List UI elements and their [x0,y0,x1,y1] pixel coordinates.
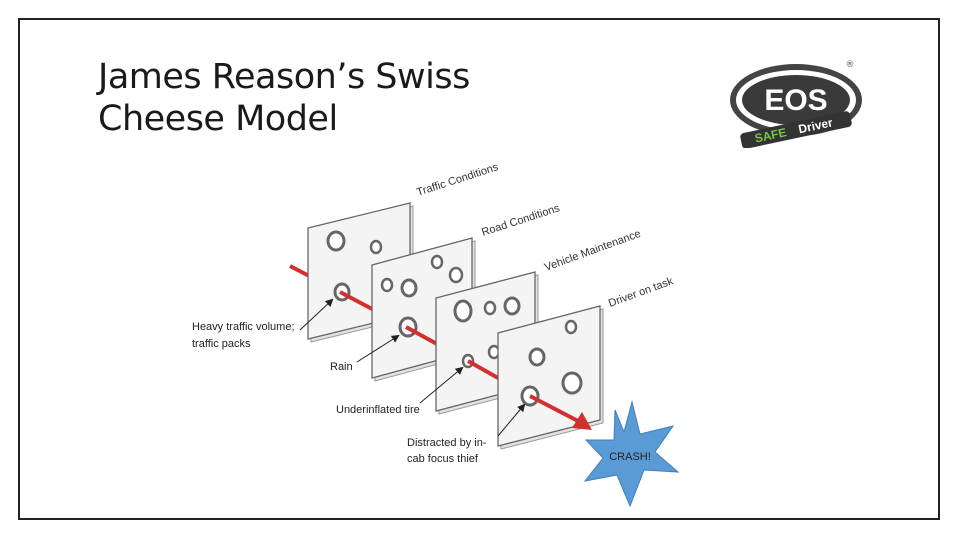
eos-safe-driver-logo: EOS SAFE Driver ® [730,60,862,148]
title-line-2: Cheese Model [98,99,338,139]
logo-center [742,75,850,125]
svg-text:cab focus thief: cab focus thief [407,453,479,465]
annotation-traffic: Heavy traffic volume; traffic packs [192,298,334,350]
layer-label-road: Road Conditions [480,202,562,239]
svg-text:Distracted by in-: Distracted by in- [407,437,487,449]
svg-text:Rain: Rain [330,361,353,373]
svg-text:traffic packs: traffic packs [192,338,251,350]
logo-text: EOS [764,84,827,117]
swiss-cheese-diagram: Traffic Conditions Road Conditions Vehic… [192,161,680,508]
layer-label-driver: Driver on task [607,275,675,310]
annotation-road: Rain [330,334,400,373]
hazard-arrowhead [572,412,592,430]
hazard-arrow-segment-4 [529,394,579,423]
layer-label-traffic: Traffic Conditions [415,161,500,199]
crash-burst [583,400,680,508]
logo-tagline-safe: SAFE [753,125,787,145]
title-line-1: James Reason’s Swiss [98,57,470,97]
logo-tagline-band [740,111,852,148]
annotation-vehicle: Underinflated tire [336,366,464,416]
slide-title: James Reason’s Swiss Cheese Model [98,56,558,140]
crash-label: CRASH! [609,451,651,463]
registered-mark: ® [846,60,855,70]
svg-text:Heavy traffic volume;: Heavy traffic volume; [192,321,295,333]
annotation-driver: Distracted by in- cab focus thief [407,403,526,465]
layer-label-vehicle: Vehicle Maintenance [543,228,642,274]
svg-text:Underinflated tire: Underinflated tire [336,404,420,416]
